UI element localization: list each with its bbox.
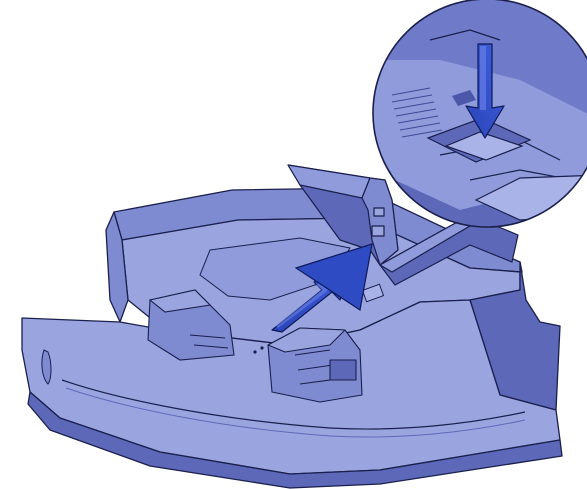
- length-guide[interactable]: [267, 327, 363, 403]
- tray-size-indicator: [41, 349, 52, 385]
- tray-paper-plate: [199, 237, 351, 301]
- tray-center-marks: [253, 346, 264, 354]
- width-guide-left[interactable]: [147, 289, 235, 361]
- inset-release-tab[interactable]: [444, 131, 524, 161]
- tray-handle-groove: [61, 379, 526, 430]
- press-down-arrow: [465, 43, 505, 139]
- right-guide-tower[interactable]: [287, 164, 399, 266]
- slide-direction-arrow: [271, 243, 373, 333]
- release-tab[interactable]: [361, 283, 385, 303]
- zoom-inset: [372, 0, 587, 228]
- length-guide-latch[interactable]: [329, 359, 357, 381]
- tray-front-lip: [27, 391, 563, 489]
